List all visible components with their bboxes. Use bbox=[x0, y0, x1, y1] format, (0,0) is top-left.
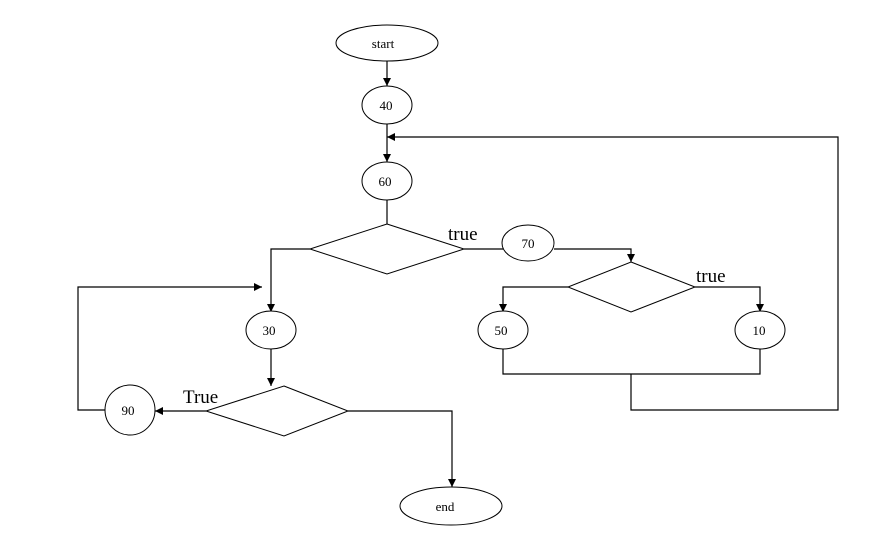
node-70-label: 70 bbox=[522, 236, 535, 251]
node-10-ellipse bbox=[734, 310, 786, 350]
node-70: 70 bbox=[501, 224, 555, 262]
edge-70-to-decision2 bbox=[554, 248, 635, 262]
node-60: 60 bbox=[361, 161, 413, 201]
edges bbox=[77, 61, 839, 487]
node-90-label: 90 bbox=[122, 403, 135, 418]
node-30: 30 bbox=[245, 310, 297, 350]
decision-3-true-label: True bbox=[183, 387, 218, 408]
start-label: start bbox=[372, 36, 395, 51]
node-40-ellipse bbox=[361, 85, 413, 125]
node-90: 90 bbox=[104, 384, 156, 436]
decision-1-diamond bbox=[308, 223, 466, 275]
edge-decision2-true-to-10 bbox=[695, 286, 764, 312]
node-50: 50 bbox=[477, 310, 529, 350]
node-10: 10 bbox=[734, 310, 786, 350]
node-start: start bbox=[335, 24, 439, 62]
node-90-ellipse bbox=[104, 384, 156, 436]
node-30-ellipse bbox=[245, 310, 297, 350]
start-terminal bbox=[335, 24, 439, 62]
edge-50-10-merge bbox=[502, 348, 761, 375]
end-terminal bbox=[399, 486, 503, 526]
decision-2-diamond bbox=[566, 261, 697, 313]
node-40-label: 40 bbox=[380, 98, 393, 113]
node-end: end bbox=[399, 486, 503, 526]
node-50-ellipse bbox=[477, 310, 529, 350]
node-40: 40 bbox=[361, 85, 413, 125]
decision-2-true-label: true bbox=[696, 266, 726, 287]
node-60-label: 60 bbox=[379, 174, 392, 189]
edge-decision3-false-to-end bbox=[348, 410, 456, 487]
decision-1-true-label: true bbox=[448, 224, 478, 245]
edge-90-loop-to-30 bbox=[77, 283, 262, 411]
node-50-label: 50 bbox=[495, 323, 508, 338]
edge-decision2-false-to-50 bbox=[499, 286, 568, 312]
node-10-label: 10 bbox=[753, 323, 766, 338]
decision-3-diamond bbox=[204, 385, 350, 437]
end-label: end bbox=[436, 499, 455, 514]
node-30-label: 30 bbox=[263, 323, 276, 338]
edge-decision1-false-to-30 bbox=[267, 248, 310, 312]
edge-loop-back-to-60 bbox=[387, 133, 839, 411]
node-60-ellipse bbox=[361, 161, 413, 201]
node-70-ellipse bbox=[501, 224, 555, 262]
